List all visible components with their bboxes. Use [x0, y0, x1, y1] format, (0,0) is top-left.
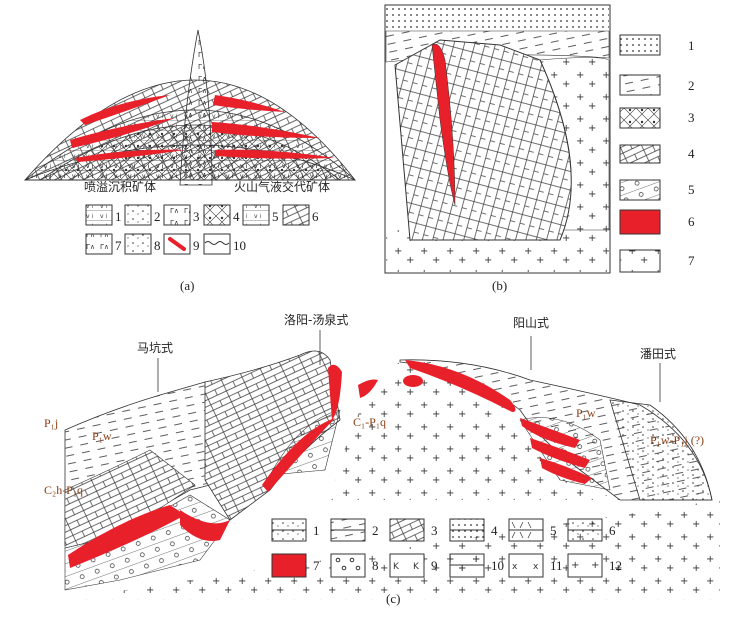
- legend-b-2: 2: [688, 78, 695, 93]
- left-limestone: [64, 449, 196, 549]
- legend-c-3: 3: [431, 523, 438, 538]
- legend-c-7: 7: [313, 558, 320, 573]
- panel-a: 喷溢沉积矿体 火山气液交代矿体 1 2 3 4 5 6 7 8 9 10 (a): [23, 29, 357, 293]
- legend-a-9: 9: [193, 238, 200, 253]
- svg-text:x: x: [533, 562, 539, 572]
- legend-b-4: 4: [688, 146, 695, 161]
- legend-c-8: 8: [372, 558, 379, 573]
- ore-bodies-c: [68, 360, 592, 568]
- caption-c: (c): [386, 591, 400, 606]
- legend-c-11: 11: [550, 558, 563, 573]
- caption-a: (a): [180, 278, 194, 293]
- legend-c: 1 2 3 4 5 6 7 8 K K 9 10 x x 11 + +12: [271, 518, 622, 578]
- stratum-p1j: P₁j: [44, 416, 58, 430]
- legend-b-7: 7: [688, 253, 695, 268]
- stratum-c2h-p1q: C₂h-P₁q: [44, 483, 83, 497]
- type-pantian: 潘田式: [640, 347, 676, 361]
- legend-a-1: 1: [115, 209, 122, 224]
- legend-c-2: 2: [372, 523, 379, 538]
- granite-body: [60, 361, 720, 600]
- legend-a: 1 2 3 4 5 6 7 8 9 10: [85, 204, 319, 255]
- legend-c-1: 1: [313, 523, 320, 538]
- svg-text:K: K: [413, 562, 420, 572]
- panel-b: 1 2 3 4 5 6 7 (b): [384, 4, 695, 293]
- caption-b: (b): [492, 278, 507, 293]
- stratum-c1-p1q: C₁-P₁q: [353, 415, 386, 429]
- legend-b: 1 2 3 4 5 6 7: [619, 34, 695, 273]
- legend-b-6: 6: [688, 214, 695, 229]
- label-volcanic-ore: 火山气液交代矿体: [234, 179, 330, 194]
- volcanic-conduit: [179, 29, 213, 186]
- stratum-p1w-p1j: P₁w-P₁j (?): [650, 433, 704, 447]
- svg-text:x: x: [512, 562, 518, 572]
- legend-b-5: 5: [688, 182, 695, 197]
- legend-a-7: 7: [115, 238, 122, 253]
- svg-text:+: +: [571, 560, 579, 571]
- svg-text:K: K: [393, 562, 400, 572]
- type-luoyang-tangquan: 洛阳-汤泉式: [284, 312, 348, 327]
- type-makeng: 马坑式: [137, 340, 173, 355]
- svg-text:+: +: [591, 560, 599, 571]
- legend-c-12: 12: [609, 558, 622, 573]
- stratum-p1w-left: P₁w: [92, 429, 112, 443]
- label-exhalative-ore: 喷溢沉积矿体: [84, 180, 156, 194]
- legend-a-6: 6: [312, 209, 319, 224]
- legend-c-5: 5: [550, 523, 557, 538]
- legend-c-6: 6: [609, 523, 616, 538]
- stratum-p1w-right: P₁w: [576, 406, 596, 420]
- legend-a-2: 2: [154, 209, 161, 224]
- pantian-block: [609, 399, 713, 501]
- legend-b-3: 3: [688, 110, 695, 125]
- legend-b-1: 1: [688, 38, 695, 53]
- ore-bodies-a: [70, 95, 335, 162]
- legend-a-3: 3: [193, 209, 200, 224]
- panel-c: 马坑式 洛阳-汤泉式 阳山式 潘田式 P₁j P₁w C₂h-P₁q C₁-P₁…: [44, 312, 720, 606]
- ore-body-b: [431, 43, 456, 206]
- legend-a-10: 10: [233, 238, 246, 253]
- legend-a-8: 8: [154, 238, 161, 253]
- legend-c-9: 9: [431, 558, 438, 573]
- legend-a-5: 5: [272, 209, 279, 224]
- legend-c-4: 4: [491, 523, 498, 538]
- type-yangshan: 阳山式: [513, 316, 549, 330]
- legend-a-4: 4: [233, 209, 240, 224]
- legend-c-10: 10: [491, 558, 504, 573]
